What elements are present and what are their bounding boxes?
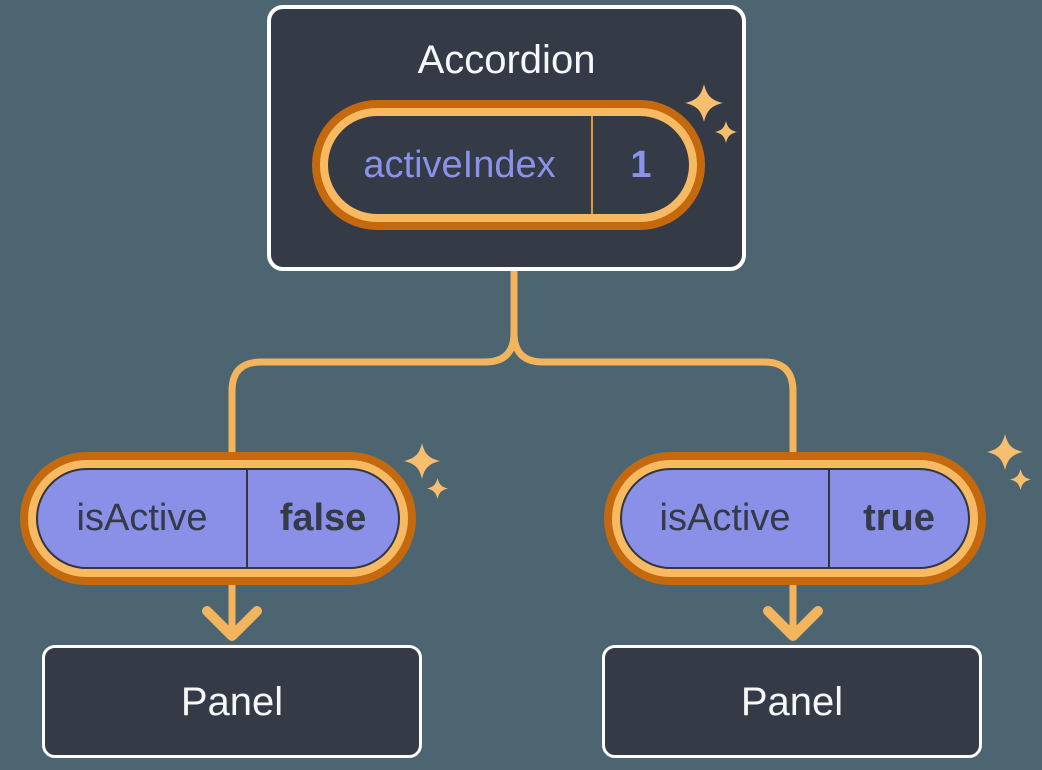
- pill-divider: [591, 116, 593, 214]
- active-index-state-pill: activeIndex 1: [312, 100, 705, 230]
- right-prop-label: isActive: [659, 497, 791, 539]
- right-is-active-prop-pill: isActive true: [604, 452, 986, 585]
- pill-divider: [828, 470, 830, 567]
- left-panel-node: Panel: [42, 645, 422, 758]
- state-pill-label: activeIndex: [363, 143, 556, 186]
- arrow-down-right-icon: [763, 606, 823, 641]
- left-panel-title: Panel: [180, 679, 284, 724]
- sparkle-icon: [1010, 469, 1031, 490]
- state-pill-value: 1: [630, 143, 652, 186]
- accordion-title: Accordion: [417, 38, 596, 82]
- right-panel-node: Panel: [602, 645, 982, 758]
- sparkle-icon: [404, 443, 440, 479]
- state-pill-body: activeIndex 1: [328, 116, 689, 214]
- right-panel-title: Panel: [740, 679, 844, 724]
- accordion-node: Accordion activeIndex 1: [267, 5, 746, 271]
- left-prop-label: isActive: [76, 497, 208, 539]
- left-is-active-prop-pill: isActive false: [20, 452, 416, 585]
- connector-right-branch: [510, 267, 797, 636]
- sparkle-icon: [715, 121, 737, 143]
- right-prop-value: true: [863, 497, 935, 539]
- sparkle-icon: [685, 84, 723, 122]
- left-prop-pill-body: isActive false: [36, 468, 400, 569]
- arrow-down-left-icon: [202, 606, 262, 641]
- pill-divider: [246, 470, 248, 567]
- left-prop-value: false: [279, 497, 367, 539]
- sparkle-icon: [427, 478, 448, 499]
- right-prop-pill-body: isActive true: [620, 468, 970, 569]
- sparkle-icon: [987, 434, 1023, 470]
